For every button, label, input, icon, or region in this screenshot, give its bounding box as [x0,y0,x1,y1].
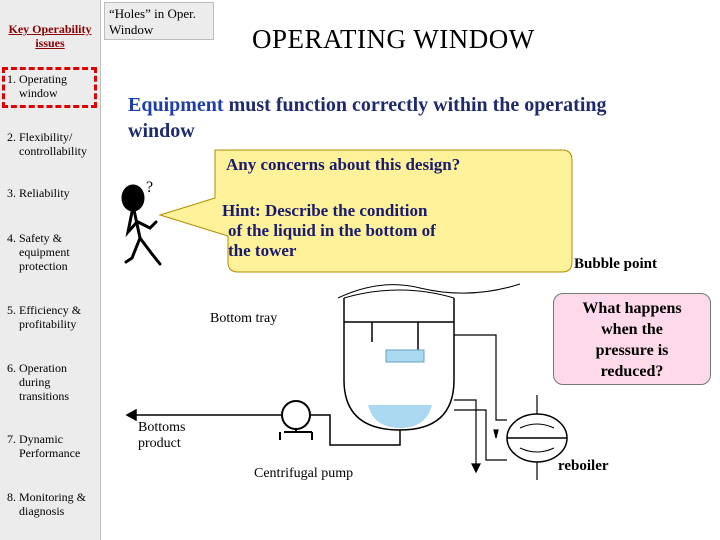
bottoms-piping [125,408,401,446]
bottoms-product-line-1: Bottoms [138,420,186,435]
sidebar-item-label-cont: Performance [19,446,81,460]
bottom-tray-label: Bottom tray [210,311,278,326]
holes-line-2: Window [109,22,154,37]
reboiler-piping [454,334,538,480]
subtitle-rest: must function correctly within the opera… [128,94,607,142]
reboiler-label: reboiler [558,458,609,474]
sidebar-title[interactable]: Key Operability issues [8,22,92,50]
sidebar-item-monitoring[interactable]: 8. Monitoring & diagnosis [7,490,86,518]
svg-text:?: ? [146,179,153,196]
sidebar-item-flexibility[interactable]: 2. Flexibility/ controllability [7,130,87,158]
sidebar-item-label-cont: profitability [19,317,77,331]
pressure-question-box: What happens when the pressure is reduce… [553,293,711,385]
reboiler [506,413,568,463]
bubble-hint: Hint: Describe the condition of the liqu… [222,201,492,261]
sidebar-item-label-cont: during [19,375,51,389]
holes-line-1: “Holes” in Oper. [109,6,197,21]
sidebar-item-label-cont: controllability [19,144,87,158]
subtitle: Equipment must function correctly within… [128,92,648,144]
sidebar-item-reliability[interactable]: 3. Reliability [7,186,70,200]
sidebar-item-label: 4. Safety & [7,231,62,245]
bottoms-product-line-2: product [138,436,181,451]
subtitle-accent: Equipment [128,94,224,116]
sidebar-item-label: 8. Monitoring & [7,490,87,504]
sidebar: Key Operability issues 1. Operating wind… [0,0,101,540]
tray-liquid [385,349,425,363]
bubble-point-label: Bubble point [574,256,657,272]
sump-liquid [368,405,432,428]
sidebar-item-label: 2. Flexibility/ [7,130,73,144]
hint-line-2: of the liquid in the bottom of [228,221,436,240]
centrifugal-pump-icon [279,400,313,440]
sidebar-item-transitions[interactable]: 6. Operation during transitions [7,361,69,403]
top-curve [337,283,521,299]
page-title: OPERATING WINDOW [252,24,535,54]
hint-line-3: the tower [228,241,297,260]
sidebar-item-operating-window[interactable]: 1. Operating window [7,72,67,100]
sidebar-item-label: 7. Dynamic [7,432,63,446]
pressure-line-2: when the [601,321,663,338]
hint-line-1: Hint: Describe the condition [222,201,428,220]
sidebar-item-label-cont: diagnosis [19,504,65,518]
sidebar-item-label-cont: window [19,86,58,100]
bottoms-product-label: Bottoms product [138,420,185,452]
sidebar-item-label-cont: transitions [19,389,69,403]
sidebar-item-label: 3. Reliability [7,186,70,200]
sidebar-item-label: 1. Operating [7,72,67,86]
sidebar-item-efficiency[interactable]: 5. Efficiency & profitability [7,303,81,331]
active-item-highlight [2,67,97,108]
sidebar-item-label-cont: equipment [19,245,70,259]
centrifugal-pump-label: Centrifugal pump [254,466,354,481]
sidebar-item-safety[interactable]: 4. Safety & equipment protection [7,231,70,273]
sidebar-item-label-cont: protection [19,259,68,273]
pressure-line-4: reduced? [600,363,664,380]
thinking-person-icon: ? [121,179,162,266]
sidebar-item-dynamic[interactable]: 7. Dynamic Performance [7,432,80,460]
sidebar-item-label: 5. Efficiency & [7,303,82,317]
holes-link-box[interactable]: “Holes” in Oper. Window [104,2,214,40]
speech-bubble [158,149,573,273]
pressure-line-3: pressure is [595,342,669,359]
pressure-line-1: What happens [582,300,682,317]
bubble-question: Any concerns about this design? [226,155,461,174]
sidebar-item-label: 6. Operation [7,361,67,375]
